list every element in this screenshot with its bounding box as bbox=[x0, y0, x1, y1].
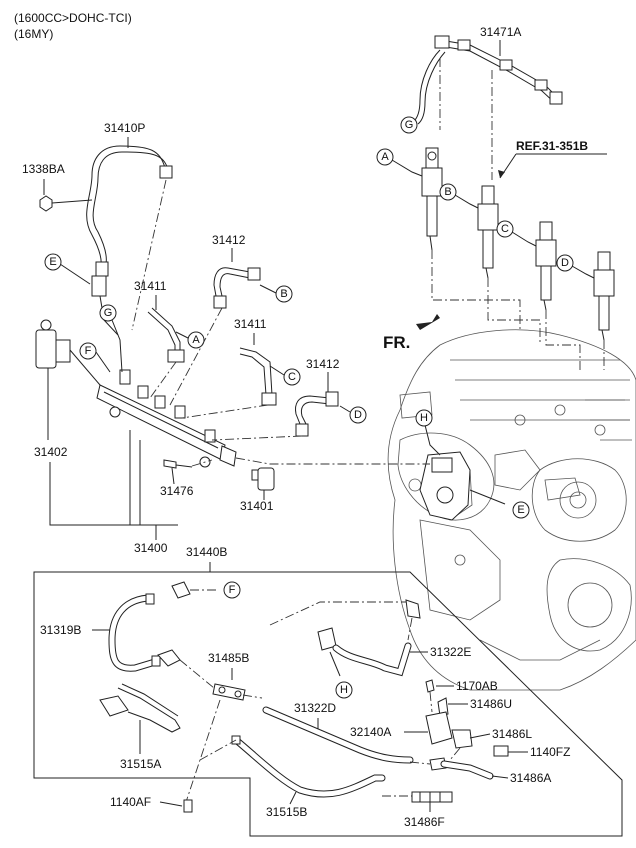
callout-circle-E-engine bbox=[512, 501, 530, 519]
callout-circle-G-harness bbox=[400, 116, 418, 134]
fuel-rail bbox=[96, 369, 237, 468]
callout-circle-B-injector bbox=[439, 183, 457, 201]
front-arrow-icon bbox=[416, 314, 440, 330]
callout-circle-H-engine bbox=[415, 409, 433, 427]
callout-H-engine: H bbox=[420, 412, 428, 424]
label-31440B: 31440B bbox=[186, 545, 227, 559]
label-31411-right: 31411 bbox=[234, 317, 267, 331]
callout-circle-B-pipe bbox=[275, 285, 293, 303]
label-31486L: 31486L bbox=[492, 727, 532, 741]
callout-F-lower: F bbox=[229, 584, 236, 596]
callout-G-rail: G bbox=[104, 307, 113, 319]
callout-F-rail: F bbox=[85, 345, 92, 357]
label-1170AB: 1170AB bbox=[456, 679, 498, 693]
label-1140AF: 1140AF bbox=[110, 795, 151, 809]
label-31476: 31476 bbox=[160, 484, 194, 498]
label-1338BA: 1338BA bbox=[22, 162, 65, 176]
callout-G-harness: G bbox=[405, 119, 414, 131]
callout-circle-C-pipe bbox=[283, 368, 301, 386]
label-31400: 31400 bbox=[134, 541, 168, 555]
lower-group-frame bbox=[33, 571, 623, 837]
rail-pressure-sensor bbox=[251, 467, 275, 491]
injector-harness-31471A bbox=[412, 35, 563, 125]
callout-circle-F-rail bbox=[79, 342, 97, 360]
callout-circle-G-rail bbox=[99, 304, 117, 322]
label-31401: 31401 bbox=[240, 499, 274, 513]
callout-H-lower: H bbox=[340, 684, 348, 696]
label-31322E: 31322E bbox=[430, 645, 471, 659]
label-32140A: 32140A bbox=[350, 725, 391, 739]
label-31322D: 31322D bbox=[294, 701, 336, 715]
label-31486U: 31486U bbox=[470, 697, 512, 711]
callout-A-pipe: A bbox=[192, 334, 200, 346]
high-pressure-pump bbox=[419, 451, 471, 521]
injector-3 bbox=[535, 221, 557, 311]
header-engine-spec: (1600CC>DOHC-TCI) bbox=[14, 11, 132, 25]
header-model-year: (16MY) bbox=[14, 27, 53, 41]
injector-2 bbox=[477, 185, 499, 279]
label-31515A: 31515A bbox=[120, 757, 161, 771]
callout-D-injector: D bbox=[561, 257, 569, 269]
callout-circle-F-lower bbox=[223, 581, 241, 599]
callout-B-injector: B bbox=[444, 186, 451, 198]
callout-C-pipe: C bbox=[288, 371, 296, 383]
callout-circle-D-injector bbox=[556, 254, 574, 272]
label-31412-top: 31412 bbox=[212, 233, 246, 247]
label-31486F: 31486F bbox=[404, 815, 445, 829]
callout-D-pipe: D bbox=[354, 409, 362, 421]
callout-circle-E-left bbox=[44, 253, 62, 271]
callout-E-engine: E bbox=[517, 504, 524, 516]
pressure-regulator bbox=[35, 319, 101, 386]
callout-circle-A-pipe bbox=[187, 331, 205, 349]
label-31412-right: 31412 bbox=[306, 357, 340, 371]
callout-circle-A-injector bbox=[376, 148, 394, 166]
callout-circle-D-pipe bbox=[349, 406, 367, 424]
label-31410P: 31410P bbox=[104, 121, 145, 135]
label-31402: 31402 bbox=[34, 445, 68, 459]
label-31486A: 31486A bbox=[510, 771, 551, 785]
callout-B-pipe: B bbox=[280, 288, 287, 300]
callout-E-left: E bbox=[49, 256, 56, 268]
engine-block-illustration bbox=[387, 329, 636, 691]
label-31515B: 31515B bbox=[266, 805, 307, 819]
injector-4 bbox=[593, 251, 615, 341]
front-marker: FR. bbox=[383, 333, 410, 352]
reference-label: REF.31-351B bbox=[516, 139, 588, 153]
callout-C-injector: C bbox=[501, 223, 509, 235]
callout-A-injector: A bbox=[381, 151, 389, 163]
label-31485B: 31485B bbox=[208, 651, 249, 665]
callout-circle-H-lower bbox=[335, 681, 353, 699]
label-1140FZ: 1140FZ bbox=[530, 745, 570, 759]
callout-circle-C-injector bbox=[496, 220, 514, 238]
label-31411-left: 31411 bbox=[134, 279, 167, 293]
label-31319B: 31319B bbox=[40, 623, 81, 637]
label-31471A: 31471A bbox=[480, 25, 521, 39]
injector-1 bbox=[421, 147, 443, 251]
